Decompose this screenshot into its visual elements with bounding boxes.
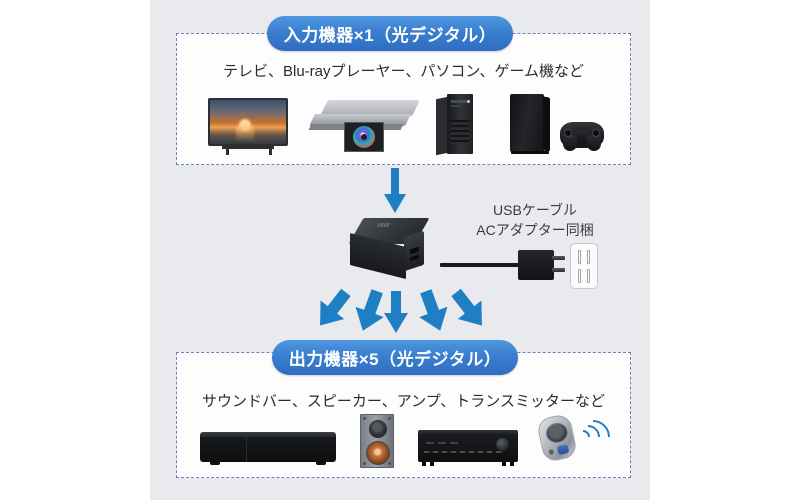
input-device-row: [196, 88, 616, 160]
television-icon: [208, 98, 292, 156]
input-flow-arrow: [383, 168, 407, 214]
output-device-row: [196, 412, 618, 476]
ac-adapter-icon: [518, 250, 554, 280]
adapter-prong-upper: [552, 256, 565, 260]
accessory-caption-line2: ACアダプター同梱: [476, 222, 594, 238]
bookshelf-speaker-icon: [360, 414, 396, 470]
game-controller-icon: [560, 122, 608, 154]
accessory-caption: USBケーブル ACアダプター同梱: [455, 200, 615, 240]
output-flow-arrow-2: [350, 288, 390, 334]
output-flow-arrow-5: [447, 286, 491, 332]
output-section-caption: サウンドバー、スピーカー、アンプ、トランスミッターなど: [202, 393, 605, 410]
game-console-icon: [510, 94, 552, 156]
bluray-player-icon: [308, 94, 424, 156]
adapter-prong-lower: [552, 268, 565, 272]
desktop-pc-icon: [436, 94, 476, 156]
output-section-badge: 出力機器×5（光デジタル）: [272, 340, 518, 375]
accessory-caption-line1: USBケーブル: [493, 202, 577, 218]
output-flow-arrow-4: [413, 288, 453, 334]
input-section-caption: テレビ、Blu-rayプレーヤー、パソコン、ゲーム機など: [222, 63, 584, 80]
wall-outlet-icon: [570, 243, 598, 289]
av-amplifier-icon: [418, 430, 520, 470]
output-flow-arrow-1: [311, 286, 355, 332]
usb-cable-icon: [440, 263, 530, 267]
bluetooth-transmitter-icon: [535, 412, 618, 468]
input-section-badge: 入力機器×1（光デジタル）: [267, 16, 513, 51]
output-flow-arrow-3: [383, 289, 409, 335]
wireless-wave-3: [568, 412, 618, 462]
optical-splitter-device: [348, 218, 438, 286]
soundbar-icon: [200, 432, 338, 468]
